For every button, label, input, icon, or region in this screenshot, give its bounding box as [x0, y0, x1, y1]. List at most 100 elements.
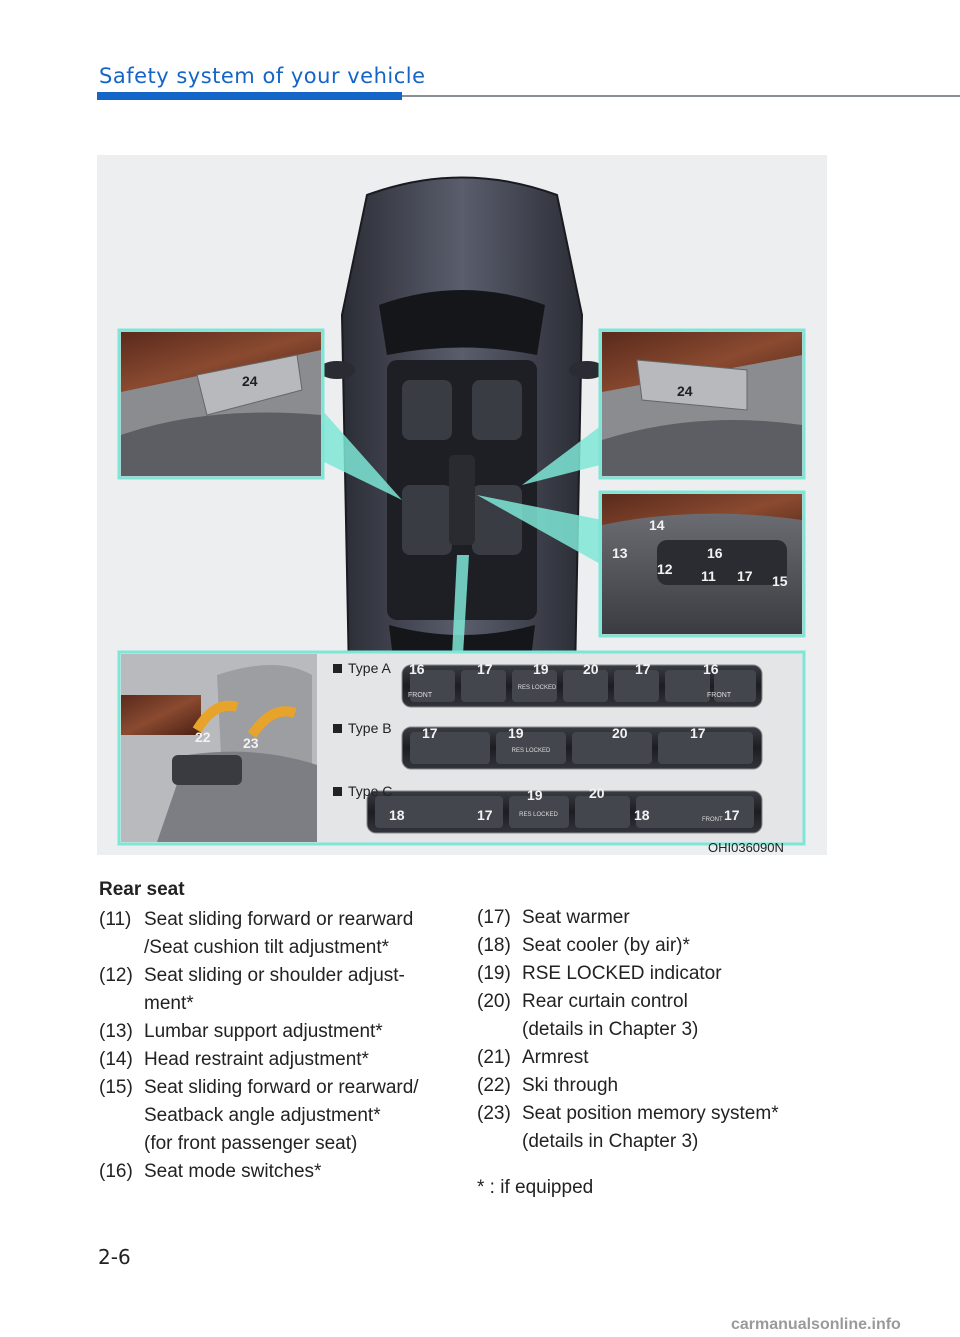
item-number: (21) — [477, 1047, 511, 1068]
section-heading: Rear seat — [99, 879, 185, 900]
callout-label: 20 — [583, 661, 599, 677]
item-text: Seat warmer — [522, 904, 839, 932]
type-b-label: Type B — [333, 720, 392, 736]
item-number: (11) — [99, 909, 132, 930]
callout-label: 19 — [527, 787, 543, 803]
list-item: (16) Seat mode switches* — [99, 1158, 451, 1186]
item-line: Seat warmer — [522, 907, 630, 928]
callout-label: 17 — [737, 568, 753, 584]
callout-label: 17 — [422, 725, 438, 741]
inset-right-door — [598, 328, 806, 480]
item-line: Seat mode switches* — [144, 1161, 322, 1182]
item-line: Seat sliding forward or rearward — [144, 909, 414, 930]
item-line: Seatback angle adjustment* — [144, 1105, 381, 1126]
watermark: carmanualsonline.info — [731, 1316, 901, 1333]
item-number: (17) — [477, 907, 511, 928]
item-line: Seat sliding forward or rearward/ — [144, 1077, 419, 1098]
item-text: RSE LOCKED indicator — [522, 960, 839, 988]
item-number: (19) — [477, 963, 511, 984]
item-text: Seat position memory system*(details in … — [522, 1100, 839, 1156]
item-line: Seat cooler (by air)* — [522, 935, 690, 956]
inset-seat-side-controls — [598, 490, 806, 638]
callout-label: 24 — [677, 383, 693, 399]
item-text: Seat sliding forward or rearward/Seat cu… — [144, 906, 451, 962]
type-c-label: Type C — [333, 783, 392, 799]
list-item: (20) Rear curtain control(details in Chap… — [477, 988, 839, 1044]
item-number: (12) — [99, 965, 133, 986]
item-line: Ski through — [522, 1075, 619, 1096]
callout-label: 18 — [634, 807, 650, 823]
callout-label: 20 — [612, 725, 628, 741]
callout-label: 17 — [635, 661, 651, 677]
list-item: (11) Seat sliding forward or rearward/Sea… — [99, 906, 451, 962]
control-strip-type-b — [401, 726, 763, 770]
callout-label: 19 — [508, 725, 524, 741]
list-item: (18) Seat cooler (by air)* — [477, 932, 839, 960]
item-line: /Seat cushion tilt adjustment* — [144, 937, 390, 958]
callout-label: 13 — [612, 545, 628, 561]
footnote: * : if equipped — [477, 1177, 594, 1198]
header-divider — [402, 95, 960, 97]
control-strip-type-a — [401, 664, 763, 708]
item-line: Seat position memory system* — [522, 1103, 779, 1124]
list-item: (19) RSE LOCKED indicator — [477, 960, 839, 988]
callout-label: 14 — [649, 517, 665, 533]
callout-label: 12 — [657, 561, 673, 577]
callout-label: 15 — [772, 573, 788, 589]
button-label: RES LOCKED — [519, 812, 558, 818]
item-line: (for front passenger seat) — [144, 1133, 358, 1154]
callout-label: 20 — [589, 785, 605, 801]
item-line: (details in Chapter 3) — [522, 1019, 699, 1040]
button-label: FRONT — [707, 692, 732, 699]
item-text: Seat sliding or shoulder adjust-ment* — [144, 962, 451, 1018]
item-line: Lumbar support adjustment* — [144, 1021, 383, 1042]
header-accent-bar — [97, 92, 402, 100]
item-line: Armrest — [522, 1047, 589, 1068]
callout-label: 11 — [701, 568, 716, 584]
callout-label: 17 — [690, 725, 706, 741]
item-text: Ski through — [522, 1072, 839, 1100]
item-line: Head restraint adjustment* — [144, 1049, 369, 1070]
list-item: (17) Seat warmer — [477, 904, 839, 932]
callout-label: 17 — [477, 661, 493, 677]
callout-label: 19 — [533, 661, 549, 677]
list-item: (14) Head restraint adjustment* — [99, 1046, 451, 1074]
car-top-view — [319, 176, 605, 696]
seat-controls-figure: 24 24 14 16 13 12 11 17 15 22 23 16 17 1… — [97, 155, 827, 855]
control-strip-type-c — [366, 790, 763, 834]
item-text: Rear curtain control(details in Chapter … — [522, 988, 839, 1044]
callout-label: 17 — [724, 807, 740, 823]
item-number: (14) — [99, 1049, 133, 1070]
item-line: Seat sliding or shoulder adjust- — [144, 965, 405, 986]
item-text: Lumbar support adjustment* — [144, 1018, 451, 1046]
figure-code: OHI036090N — [708, 840, 784, 855]
item-text: Seat cooler (by air)* — [522, 932, 839, 960]
item-line: ment* — [144, 993, 194, 1014]
figure-illustration — [117, 176, 806, 846]
item-number: (22) — [477, 1075, 511, 1096]
item-number: (16) — [99, 1161, 133, 1182]
callout-label: 18 — [389, 807, 405, 823]
item-text: Head restraint adjustment* — [144, 1046, 451, 1074]
list-item: (13)Lumbar support adjustment* — [99, 1018, 451, 1046]
list-item: (23) Seat position memory system*(details… — [477, 1100, 839, 1156]
right-item-list: (17) Seat warmer (18) Seat cooler (by air)*… — [477, 904, 839, 1156]
item-number: (18) — [477, 935, 511, 956]
right-column: (17) Seat warmer (18) Seat cooler (by air)*… — [477, 904, 839, 1202]
button-label: RES LOCKED — [511, 748, 551, 754]
button-label: FRONT — [702, 817, 723, 823]
item-text: Armrest — [522, 1044, 839, 1072]
list-item: (12) Seat sliding or shoulder adjust-ment… — [99, 962, 451, 1018]
callout-label: 16 — [409, 661, 425, 677]
item-number: (20) — [477, 991, 511, 1012]
left-column: Rear seat (11) Seat sliding forward or re… — [99, 876, 451, 1186]
item-line: RSE LOCKED indicator — [522, 963, 722, 984]
callout-label: 16 — [707, 545, 723, 561]
callout-label: 17 — [477, 807, 493, 823]
item-number: (23) — [477, 1103, 511, 1124]
list-item: (22) Ski through — [477, 1072, 839, 1100]
list-item: (15)Seat sliding forward or rearward/Sea… — [99, 1074, 451, 1158]
inset-left-door — [117, 328, 325, 480]
list-item: (21) Armrest — [477, 1044, 839, 1072]
callout-label: 24 — [242, 373, 258, 389]
